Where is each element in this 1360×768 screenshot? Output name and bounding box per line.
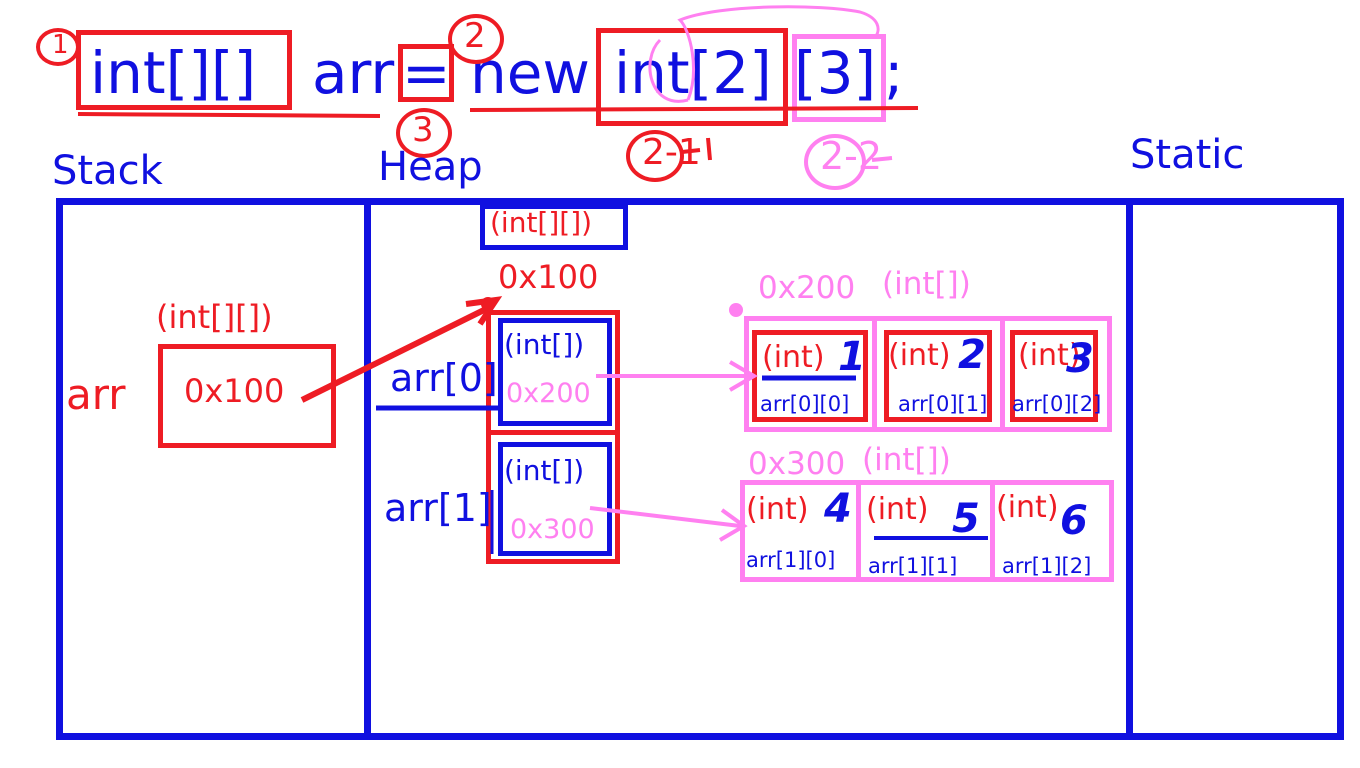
outer-array-box bbox=[486, 310, 620, 564]
stack-var-label: arr bbox=[66, 370, 126, 419]
slot1-type: (int[]) bbox=[504, 454, 585, 487]
row1-cell1-type: (int) bbox=[866, 492, 929, 527]
row1-cell1-value: 5 bbox=[952, 496, 980, 542]
row0-cell2-type: (int) bbox=[1018, 338, 1081, 373]
row0-type: (int[]) bbox=[882, 266, 971, 302]
outer-type-box bbox=[480, 204, 628, 250]
row1-cell2-index: arr[1][2] bbox=[1002, 554, 1092, 578]
outer-array-mid bbox=[486, 430, 620, 435]
stack-to-heap-arrow bbox=[300, 305, 490, 403]
row1-cell2-type: (int) bbox=[996, 490, 1059, 525]
row0-cell0-index: arr[0][0] bbox=[760, 392, 850, 416]
row1-cell0-type: (int) bbox=[746, 492, 809, 527]
step2-1-highlight bbox=[596, 28, 788, 126]
row1-type: (int[]) bbox=[862, 442, 951, 478]
decl-underline bbox=[77, 112, 381, 118]
code-assign: = bbox=[402, 39, 451, 107]
outer-array-address: 0x100 bbox=[498, 258, 599, 296]
row1-cell0-index: arr[1][0] bbox=[746, 548, 836, 572]
step3-highlight bbox=[398, 44, 454, 102]
row1-address: 0x300 bbox=[748, 446, 846, 482]
stack-var-box bbox=[158, 344, 336, 448]
row0-div1 bbox=[872, 316, 877, 432]
stack-var-value: 0x100 bbox=[184, 372, 285, 410]
slot0-type: (int[]) bbox=[504, 328, 585, 361]
expr-underline bbox=[469, 106, 919, 112]
row1-cell2-value: 6 bbox=[1060, 498, 1088, 544]
row0-cell0-type: (int) bbox=[762, 340, 825, 375]
slot1-box bbox=[498, 442, 612, 556]
outer-array-type: (int[][]) bbox=[490, 206, 593, 239]
row0-cell1-box bbox=[884, 330, 992, 422]
step2-1-circle bbox=[626, 130, 684, 182]
step2-2-circle bbox=[804, 134, 866, 190]
heap-static-divider bbox=[1126, 198, 1133, 740]
slot1-value: 0x300 bbox=[510, 514, 595, 545]
step2-number: 2 bbox=[464, 16, 486, 56]
row0-cell2-box bbox=[1010, 330, 1098, 422]
row0-div2 bbox=[1000, 316, 1005, 432]
step1-number: 1 bbox=[52, 30, 69, 60]
stack-label: Stack bbox=[52, 148, 163, 194]
row0-cell1-index: arr[0][1] bbox=[898, 392, 988, 416]
inner-alloc-loop bbox=[648, 5, 880, 103]
step2-2-number: 2-2 bbox=[820, 134, 883, 178]
row1-cell0-value: 4 bbox=[824, 486, 852, 532]
code-semicolon: ; bbox=[884, 39, 904, 107]
row1-cell1-index: arr[1][1] bbox=[868, 554, 958, 578]
slot0-value: 0x200 bbox=[506, 378, 591, 409]
row1-div2 bbox=[990, 480, 995, 582]
code-type-decl: int[][] bbox=[90, 39, 257, 107]
stack-to-heap-arrowhead bbox=[465, 296, 503, 326]
row1-div1 bbox=[856, 480, 861, 582]
static-label: Static bbox=[1130, 132, 1245, 178]
stack-heap-divider bbox=[364, 198, 371, 740]
step2-2-highlight bbox=[792, 34, 886, 122]
row0-cell1-type: (int) bbox=[888, 338, 951, 373]
slot1-label: arr[1] bbox=[384, 486, 492, 530]
row0-cell2-index: arr[0][2] bbox=[1012, 392, 1102, 416]
stack-var-type: (int[][]) bbox=[156, 298, 273, 336]
slot0-label: arr[0] bbox=[390, 356, 498, 400]
slot0-box bbox=[498, 318, 612, 426]
slot1-to-row1-arrow bbox=[589, 506, 741, 528]
heap-label: Heap bbox=[378, 144, 483, 190]
row1-box bbox=[740, 480, 1114, 582]
row0-cell1-value: 2 bbox=[958, 332, 986, 378]
step2-circle bbox=[448, 14, 504, 64]
step3-circle bbox=[396, 108, 452, 158]
code-alloc-inner: [3] bbox=[794, 39, 877, 107]
row0-cell2-value: 3 bbox=[1066, 336, 1094, 382]
row0-cell0-value: 1 bbox=[838, 334, 866, 380]
step1-circle bbox=[36, 28, 80, 66]
memory-frame bbox=[56, 198, 1344, 740]
step1-highlight bbox=[76, 30, 292, 110]
row0-address: 0x200 bbox=[758, 270, 856, 306]
step3-number: 3 bbox=[412, 110, 434, 150]
code-var-name: arr bbox=[312, 39, 395, 107]
